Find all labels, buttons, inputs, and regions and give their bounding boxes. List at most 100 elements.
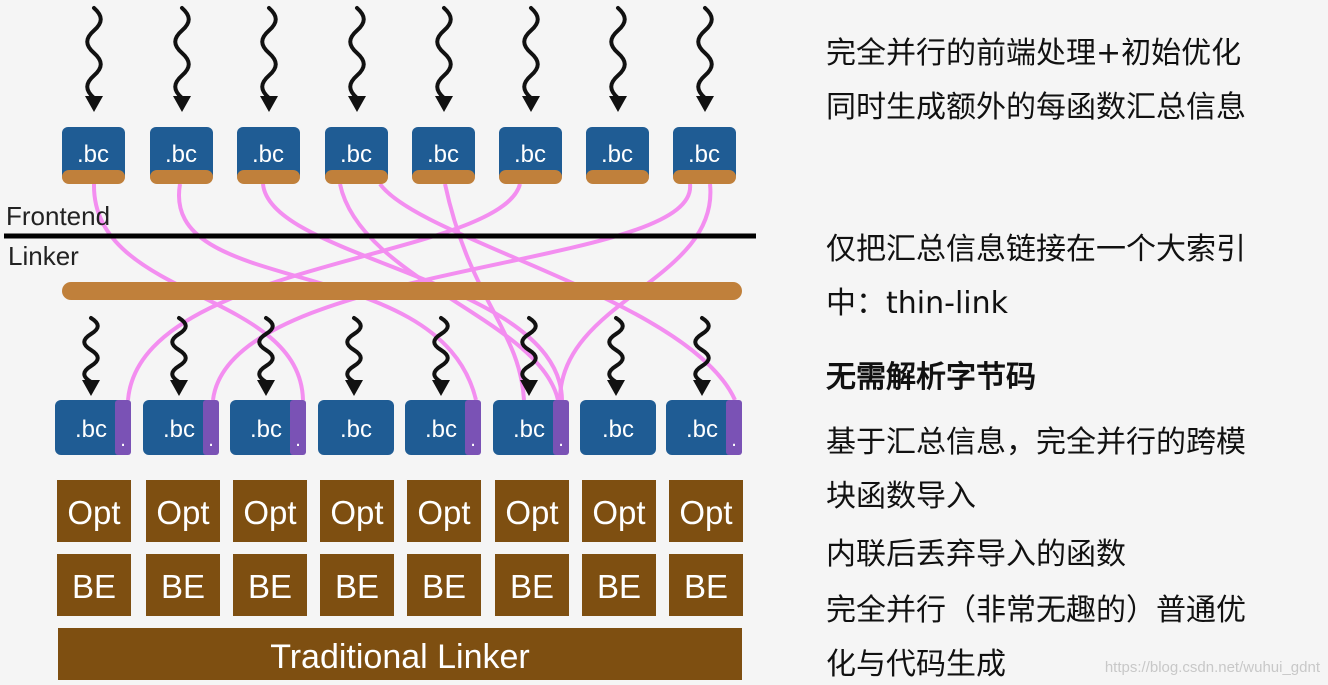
squiggle-arrow-icon [522,6,540,112]
thinlto-diagram: .bc .bc .bc .bc .bc .bc .bc .bc Frontend Linker… [4,6,756,680]
module-label: .bc [601,141,633,168]
summary-marker: . [731,429,737,451]
be-box: BE [495,554,569,616]
frontend-module: .bc [412,127,475,184]
opt-label: Opt [592,494,645,531]
squiggle-arrow-icon [82,316,100,396]
opt-label: Opt [505,494,558,531]
backend-module: .bc [580,400,656,455]
summary-marker: . [295,429,301,451]
summary-link [177,183,478,401]
import-summary-tab [553,400,569,455]
module-label: .bc [602,416,634,443]
opt-box: Opt [407,480,481,542]
be-box: BE [146,554,220,616]
summary-strip [412,170,475,184]
description-line: 块函数导入 [826,479,976,514]
opt-box: Opt [146,480,220,542]
traditional-linker-label: Traditional Linker [270,638,530,676]
be-box: BE [582,554,656,616]
squiggle-arrow-icon [260,6,278,112]
backend-module: .bc. [55,400,131,455]
summary-strip [150,170,213,184]
backend-modules: .bc..bc..bc..bc.bc..bc..bc.bc. [55,400,742,455]
module-label: .bc [427,141,459,168]
be-label: BE [422,568,466,605]
summary-strip [325,170,388,184]
module-label: .bc [513,416,545,443]
frontend-module: .bc [499,127,562,184]
description-line: 基于汇总信息，完全并行的跨模 [826,425,1246,460]
frontend-label: Frontend [6,201,110,231]
watermark: https://blog.csdn.net/wuhui_gdnt [1104,659,1320,676]
summary-marker: . [120,429,126,451]
description-line: 仅把汇总信息链接在一个大索引 [826,232,1246,267]
opt-box: Opt [582,480,656,542]
description-line: 内联后丢弃导入的函数 [826,537,1126,572]
description-line: 完全并行（非常无趣的）普通优 [826,593,1246,628]
opt-label: Opt [243,494,296,531]
be-label: BE [510,568,554,605]
be-label: BE [161,568,205,605]
module-label: .bc [514,141,546,168]
summary-marker: . [208,429,214,451]
opt-label: Opt [679,494,732,531]
module-label: .bc [340,416,372,443]
summary-link [211,183,693,401]
description-line: 完全并行的前端处理+初始优化 [826,36,1242,71]
description-line: 同时生成额外的每函数汇总信息 [826,90,1246,125]
be-row: BE BE BE BE BE BE BE BE [57,554,743,616]
module-label: .bc [165,141,197,168]
import-summary-tab [465,400,481,455]
backend-module: .bc. [143,400,219,455]
import-summary-tab [290,400,306,455]
summary-strip [673,170,736,184]
frontend-module: .bc [237,127,300,184]
module-label: .bc [77,141,109,168]
frontend-module: .bc [586,127,649,184]
opt-box: Opt [57,480,131,542]
be-label: BE [72,568,116,605]
description-line: 无需解析字节码 [826,360,1036,395]
backend-module: .bc. [666,400,742,455]
module-label: .bc [425,416,457,443]
squiggle-arrow-icon [432,316,450,396]
thin-link-index-bar [62,282,742,300]
squiggle-arrow-icon [257,316,275,396]
frontend-module: .bc [150,127,213,184]
squiggle-arrow-icon [696,6,714,112]
squiggle-arrow-icon [520,316,538,396]
module-label: .bc [163,416,195,443]
module-label: .bc [688,141,720,168]
be-label: BE [597,568,641,605]
be-box: BE [669,554,743,616]
module-label: .bc [250,416,282,443]
linker-label: Linker [8,241,79,271]
be-label: BE [335,568,379,605]
squiggle-arrow-icon [173,6,191,112]
summary-marker: . [470,429,476,451]
module-label: .bc [75,416,107,443]
summary-link [126,183,522,401]
import-summary-tab [726,400,742,455]
traditional-linker-box [58,628,742,680]
backend-module: .bc. [493,400,569,455]
module-label: .bc [686,416,718,443]
opt-label: Opt [417,494,470,531]
be-box: BE [233,554,307,616]
summary-strip [237,170,300,184]
opt-label: Opt [330,494,383,531]
squiggle-arrow-icon [609,6,627,112]
backend-module: .bc. [405,400,481,455]
opt-box: Opt [233,480,307,542]
frontend-module: .bc [62,127,125,184]
squiggle-arrow-icon [345,316,363,396]
import-summary-tab [203,400,219,455]
import-summary-tab [115,400,131,455]
be-box: BE [320,554,394,616]
squiggle-arrow-icon [348,6,366,112]
summary-strip [499,170,562,184]
be-label: BE [684,568,728,605]
frontend-modules: .bc.bc.bc.bc.bc.bc.bc.bc [62,127,736,184]
